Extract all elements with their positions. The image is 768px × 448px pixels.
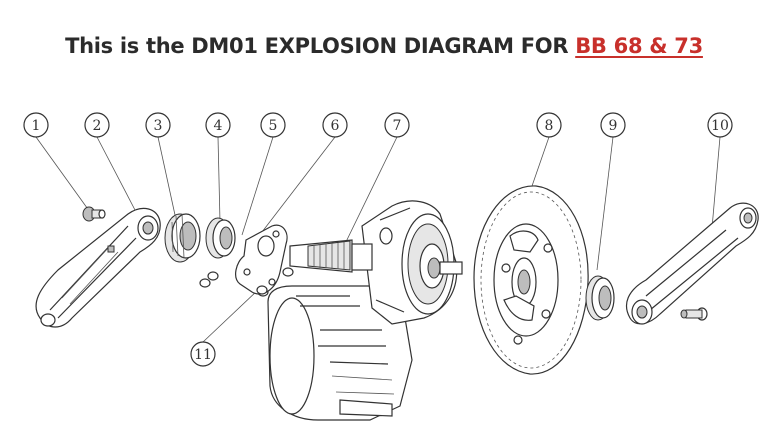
callout-10: 10: [707, 112, 733, 138]
callout-9: 9: [600, 112, 626, 138]
svg-text:2: 2: [93, 118, 102, 134]
part-4-bearing-ring: [205, 217, 236, 259]
callout-2: 2: [84, 112, 110, 138]
part-9-ring-nut: [585, 275, 615, 321]
part-11-spacers: [256, 285, 268, 295]
svg-text:8: 8: [545, 118, 554, 134]
svg-text:3: 3: [154, 118, 163, 134]
part-2-left-crank-arm: [35, 207, 161, 328]
svg-text:9: 9: [609, 118, 618, 134]
svg-text:6: 6: [331, 118, 340, 134]
callout-3: 3: [145, 112, 171, 138]
spindle-shaft: [289, 239, 373, 273]
svg-text:10: 10: [711, 118, 729, 134]
callout-1: 1: [23, 112, 49, 138]
leader-lines: [35, 136, 721, 343]
callout-5: 5: [260, 112, 286, 138]
title-text: This is the DM01 EXPLOSION DIAGRAM FOR: [65, 34, 576, 58]
svg-text:7: 7: [393, 118, 402, 134]
bb-68-73-link[interactable]: BB 68 & 73: [575, 34, 703, 58]
right-crank-bolt: [680, 307, 708, 321]
svg-text:5: 5: [269, 118, 278, 134]
callout-8: 8: [536, 112, 562, 138]
svg-text:11: 11: [194, 347, 212, 363]
callout-4: 4: [205, 112, 231, 138]
callout-labels: 1 2 3 4 5 6 7 8 9 10 11: [23, 112, 733, 367]
part-10-right-crank-arm: [625, 202, 759, 325]
svg-text:1: 1: [32, 118, 41, 134]
page-title: This is the DM01 EXPLOSION DIAGRAM FOR B…: [0, 34, 768, 58]
part-6-mounting-plate: [235, 224, 288, 295]
part-8-chainring: [473, 185, 589, 375]
callout-7: 7: [384, 112, 410, 138]
callout-11: 11: [190, 341, 216, 367]
svg-text:4: 4: [214, 118, 223, 134]
part-1-crank-bolt: [82, 206, 106, 222]
part-3-lock-nut: [164, 213, 201, 263]
callout-6: 6: [322, 112, 348, 138]
part-7-motor-unit: [267, 200, 463, 421]
